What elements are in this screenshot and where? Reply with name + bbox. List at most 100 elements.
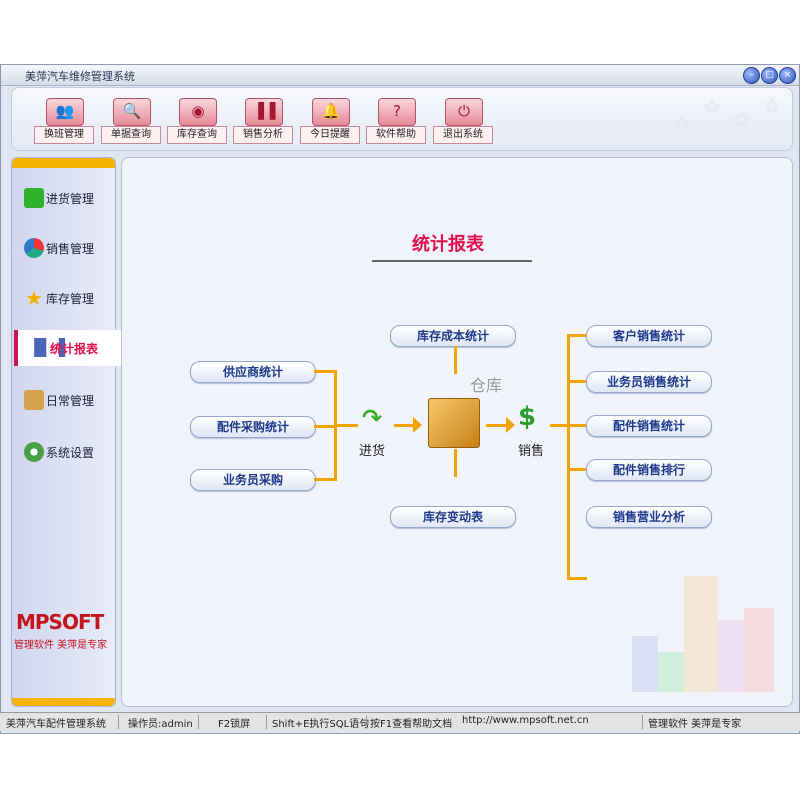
stock-icon: ◉: [179, 98, 217, 126]
power-icon: ⏻: [445, 98, 483, 126]
bell-icon: 🔔: [312, 98, 350, 126]
window-title: 美萍汽车维修管理系统: [25, 70, 135, 83]
toolbar-label: 销售分析: [233, 126, 293, 144]
title-bar: 美萍汽车维修管理系统 – □ ×: [1, 65, 799, 86]
minimize-button[interactable]: –: [743, 67, 760, 84]
connector-line: [567, 334, 570, 578]
bar-chart-icon: ▐▐: [245, 98, 283, 126]
status-separator: [366, 715, 367, 729]
toolbar-button-exit[interactable]: ⏻ 退出系统: [433, 98, 493, 144]
status-slogan: 管理软件 美萍是专家: [648, 719, 742, 730]
close-button[interactable]: ×: [779, 67, 796, 84]
page-title: 统计报表: [412, 234, 484, 255]
sidebar-item-label: 库存管理: [46, 292, 95, 306]
star-icon: ☆: [762, 94, 782, 119]
link-parts-sales-stats[interactable]: 配件销售统计: [586, 415, 712, 437]
star-icon: ☆: [732, 108, 752, 133]
sidebar-top-bar: [12, 158, 115, 168]
link-stock-cost-stats[interactable]: 库存成本统计: [390, 325, 516, 347]
pie-chart-icon: [24, 238, 44, 258]
decorative-bar: [718, 620, 744, 692]
connector-line: [314, 478, 336, 481]
bar-chart-icon: ▐▌▐: [28, 338, 65, 357]
status-url: http://www.mpsoft.net.cn: [462, 715, 589, 726]
sidebar-item-reports[interactable]: ▐▌▐ 统计报表: [14, 330, 130, 366]
sales-label: 销售: [518, 444, 545, 459]
connector-line: [334, 370, 337, 481]
link-parts-purchase-stats[interactable]: 配件采购统计: [190, 416, 316, 438]
decorative-bar: [684, 576, 718, 692]
maximize-button[interactable]: □: [761, 67, 778, 84]
status-separator: [266, 715, 267, 729]
toolbar-label: 单据查询: [101, 126, 161, 144]
star-icon: ☆: [672, 112, 692, 137]
sidebar-item-purchase[interactable]: 进货管理: [14, 180, 111, 216]
connector-line: [567, 334, 587, 337]
toolbar-label: 库存查询: [167, 126, 227, 144]
link-supplier-stats[interactable]: 供应商统计: [190, 361, 316, 383]
decorative-bar: [658, 652, 684, 692]
status-separator: [198, 715, 199, 729]
connector-line: [314, 425, 336, 428]
link-stock-change-table[interactable]: 库存变动表: [390, 506, 516, 528]
status-operator: 操作员:admin: [128, 719, 193, 730]
purchase-label: 进货: [359, 444, 386, 459]
sidebar-item-sales[interactable]: 销售管理: [14, 230, 111, 266]
link-staff-purchase[interactable]: 业务员采购: [190, 469, 316, 491]
sidebar: 进货管理 销售管理 ★ 库存管理 ▐▌▐ 统计报表 日常管理 系统设置 MPSO…: [11, 157, 130, 707]
tools-icon: [24, 390, 44, 410]
status-lock: F2锁屏: [218, 719, 251, 730]
toolbar-button-sales-analysis[interactable]: ▐▐ 销售分析: [233, 98, 293, 144]
star-icon: ☆: [702, 96, 722, 121]
toolbar-button-shift[interactable]: 👥 换班管理: [34, 98, 94, 144]
sidebar-item-settings[interactable]: 系统设置: [14, 434, 111, 470]
sidebar-item-label: 统计报表: [50, 342, 99, 356]
link-staff-sales-stats[interactable]: 业务员销售统计: [586, 371, 712, 393]
sidebar-item-label: 日常管理: [46, 394, 95, 408]
connector-line: [567, 577, 587, 580]
arrow-right-icon: [506, 417, 515, 433]
status-separator: [118, 715, 119, 729]
sidebar-item-inventory[interactable]: ★ 库存管理: [14, 280, 111, 316]
status-app-name: 美萍汽车配件管理系统: [6, 719, 106, 730]
status-help: 按F1查看帮助文档: [370, 719, 453, 730]
connector-line: [486, 424, 508, 427]
toolbar-button-documents[interactable]: 🔍 单据查询: [101, 98, 161, 144]
decorative-bar: [744, 608, 774, 692]
connector-line: [550, 424, 568, 427]
link-parts-sales-ranking[interactable]: 配件销售排行: [586, 459, 712, 481]
sidebar-item-daily[interactable]: 日常管理: [14, 382, 111, 418]
connector-line: [567, 424, 587, 427]
link-sales-revenue-analysis[interactable]: 销售营业分析: [586, 506, 712, 528]
status-sql: Shift+E执行SQL语句: [272, 719, 370, 730]
sidebar-bottom-bar: [12, 698, 115, 706]
toolbar-button-help[interactable]: ? 软件帮助: [366, 98, 426, 144]
magnifier-icon: 🔍: [113, 98, 151, 126]
warehouse-box-icon: [428, 398, 480, 448]
link-customer-sales-stats[interactable]: 客户销售统计: [586, 325, 712, 347]
toolbar-label: 今日提醒: [300, 126, 360, 144]
plus-icon: [24, 188, 44, 208]
toolbar-button-stock[interactable]: ◉ 库存查询: [167, 98, 227, 144]
toolbar-button-reminder[interactable]: 🔔 今日提醒: [300, 98, 360, 144]
sidebar-item-label: 系统设置: [46, 446, 95, 460]
sidebar-item-label: 销售管理: [46, 242, 95, 256]
toolbar-label: 退出系统: [433, 126, 493, 144]
connector-line: [454, 346, 457, 374]
mpsoft-logo: MPSOFT: [16, 610, 104, 634]
warehouse-label: 仓库: [470, 376, 503, 395]
main-panel: 统计报表 供应商统计 配件采购统计 业务员采购 ↷ 进货 库存成本统计 仓库 库…: [121, 157, 793, 707]
app-window: 美萍汽车维修管理系统 – □ × ☆ ☆ ☆ ☆ 👥 换班管理 🔍 单据查询 ◉…: [0, 64, 800, 734]
decorative-bar: [632, 636, 658, 692]
arrow-right-icon: [413, 417, 422, 433]
star-icon: ★: [25, 286, 43, 310]
sidebar-item-label: 进货管理: [46, 192, 95, 206]
toolbar-label: 软件帮助: [366, 126, 426, 144]
connector-line: [314, 370, 336, 373]
help-icon: ?: [378, 98, 416, 126]
toolbar-label: 换班管理: [34, 126, 94, 144]
title-underline: [372, 260, 532, 262]
logo-slogan: 管理软件 美萍是专家: [14, 640, 108, 651]
gear-icon: [24, 442, 44, 462]
dollar-icon: $: [518, 402, 537, 432]
